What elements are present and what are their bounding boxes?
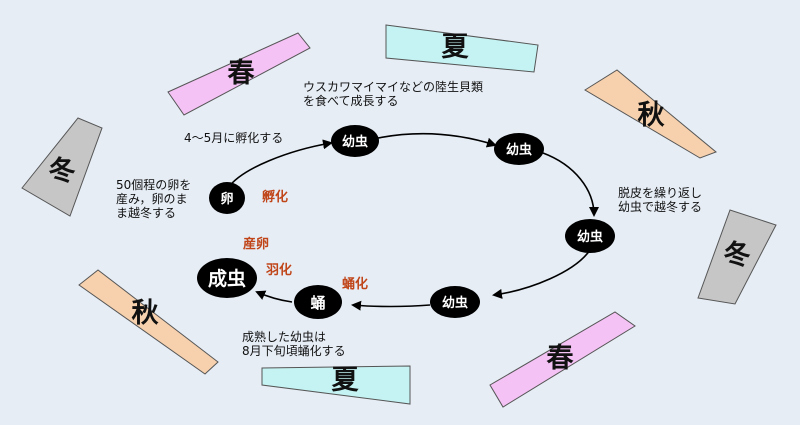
season-banner-summer-top: 夏 bbox=[385, 24, 539, 73]
season-banner-spring-top: 春 bbox=[167, 32, 311, 116]
note-food-line1: ウスカワマイマイなどの陸生貝類 bbox=[303, 80, 484, 94]
stage-pupa: 蛹 bbox=[294, 285, 342, 319]
arrow-larva-to-pupa bbox=[351, 300, 431, 311]
season-banner-autumn-left: 秋 bbox=[78, 269, 219, 375]
stage-larva-bottom-label: 幼虫 bbox=[442, 295, 468, 311]
note-food: ウスカワマイマイなどの陸生貝類 を食べて成長する bbox=[303, 80, 483, 108]
note-food-line2: を食べて成長する bbox=[303, 94, 399, 108]
arrow-larva-to-larva-right bbox=[542, 152, 599, 217]
season-label-winter-right: 冬 bbox=[724, 239, 751, 271]
stage-pupa-label: 蛹 bbox=[310, 294, 325, 312]
stage-larva-right: 幼虫 bbox=[565, 219, 615, 253]
arrow-larva-to-larva-bottom bbox=[492, 249, 591, 299]
season-banner-spring-bottom: 春 bbox=[489, 311, 636, 408]
season-banner-winter-left: 冬 bbox=[21, 117, 103, 217]
stage-larva-upper-right: 幼虫 bbox=[494, 133, 544, 165]
stage-larva-top-label: 幼虫 bbox=[342, 134, 368, 150]
note-pupate-line2: 8月下旬頃蛹化する bbox=[242, 344, 346, 358]
stage-egg: 卵 bbox=[209, 182, 245, 214]
label-pupation: 蛹化 bbox=[342, 277, 369, 292]
season-label-winter-left: 冬 bbox=[49, 155, 76, 187]
season-label-autumn-right: 秋 bbox=[638, 100, 665, 131]
season-banner-winter-right: 冬 bbox=[697, 209, 777, 305]
note-egg: 50個程の卵を 産み，卵のま ま越冬する bbox=[116, 178, 191, 220]
stage-larva-upper-right-label: 幼虫 bbox=[506, 142, 532, 158]
season-banner-autumn-right: 秋 bbox=[584, 69, 717, 159]
season-banner-summer-bottom: 夏 bbox=[261, 365, 411, 405]
label-emergence: 羽化 bbox=[266, 263, 293, 278]
note-egg-line2: 産み，卵のま bbox=[116, 192, 188, 206]
note-molt-line1: 脱皮を繰り返し bbox=[618, 186, 703, 200]
label-hatching: 孵化 bbox=[262, 190, 289, 205]
note-egg-line3: ま越冬する bbox=[116, 206, 177, 220]
note-molt: 脱皮を繰り返し 幼虫で越冬する bbox=[618, 186, 702, 214]
cycle-arrows bbox=[227, 132, 599, 311]
arrow-pupa-to-adult bbox=[255, 290, 293, 303]
note-molt-line2: 幼虫で越冬する bbox=[618, 200, 703, 214]
label-laying: 産卵 bbox=[243, 237, 270, 252]
note-pupate-line1: 成熟した幼虫は bbox=[242, 330, 327, 344]
note-hatch-time: 4～5月に孵化する bbox=[184, 131, 284, 145]
stage-adult: 成虫 bbox=[197, 258, 257, 298]
stage-adult-label: 成虫 bbox=[208, 267, 246, 290]
stage-larva-right-label: 幼虫 bbox=[577, 229, 603, 245]
stage-larva-bottom: 幼虫 bbox=[430, 286, 480, 318]
season-label-summer-bottom: 夏 bbox=[332, 365, 360, 396]
arrow-egg-to-larva bbox=[227, 139, 333, 189]
stage-larva-top: 幼虫 bbox=[331, 125, 379, 157]
season-label-autumn-left: 秋 bbox=[132, 298, 159, 329]
note-egg-line1: 50個程の卵を bbox=[116, 178, 192, 192]
season-label-summer-top: 夏 bbox=[442, 32, 470, 63]
season-label-spring-top: 春 bbox=[228, 58, 256, 89]
stage-egg-label: 卵 bbox=[220, 191, 233, 207]
season-label-spring-bottom: 春 bbox=[547, 343, 575, 374]
note-pupate: 成熟した幼虫は 8月下旬頃蛹化する bbox=[242, 330, 346, 358]
arrow-larva-to-larva-top bbox=[377, 132, 497, 148]
